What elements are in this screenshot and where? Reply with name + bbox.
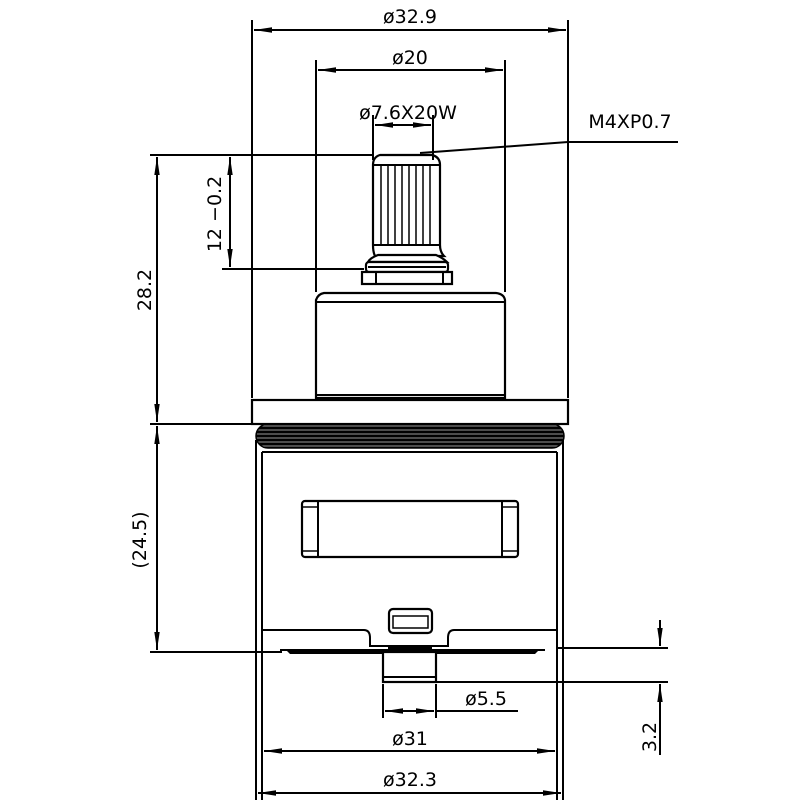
upper-housing bbox=[314, 291, 507, 400]
dim-pin-diameter: ø5.5 bbox=[465, 688, 507, 710]
dim-bottom-overall-diameter: ø32.3 bbox=[383, 769, 437, 791]
dim-body-diameter: ø31 bbox=[392, 728, 428, 750]
dim-spline: ø7.6X20W bbox=[359, 102, 457, 124]
dim-base-height: 3.2 bbox=[639, 722, 661, 752]
dim-stem-height: 12 −0.2 bbox=[204, 176, 226, 252]
dim-top-overall-diameter: ø32.9 bbox=[383, 6, 437, 28]
extension-lines bbox=[150, 20, 668, 718]
dimension-lines bbox=[154, 27, 678, 796]
flange bbox=[250, 398, 570, 426]
o-ring bbox=[255, 423, 565, 449]
lower-body bbox=[255, 440, 564, 800]
dim-thread: M4XP0.7 bbox=[588, 111, 671, 133]
dimension-labels: ø32.9 ø20 ø7.6X20W M4XP0.7 12 −0.2 28.2 … bbox=[129, 6, 672, 791]
spline-stem bbox=[360, 153, 454, 286]
dim-upper-height: 28.2 bbox=[134, 269, 156, 311]
dim-housing-diameter: ø20 bbox=[392, 47, 428, 69]
dim-lower-height: (24.5) bbox=[129, 511, 151, 568]
